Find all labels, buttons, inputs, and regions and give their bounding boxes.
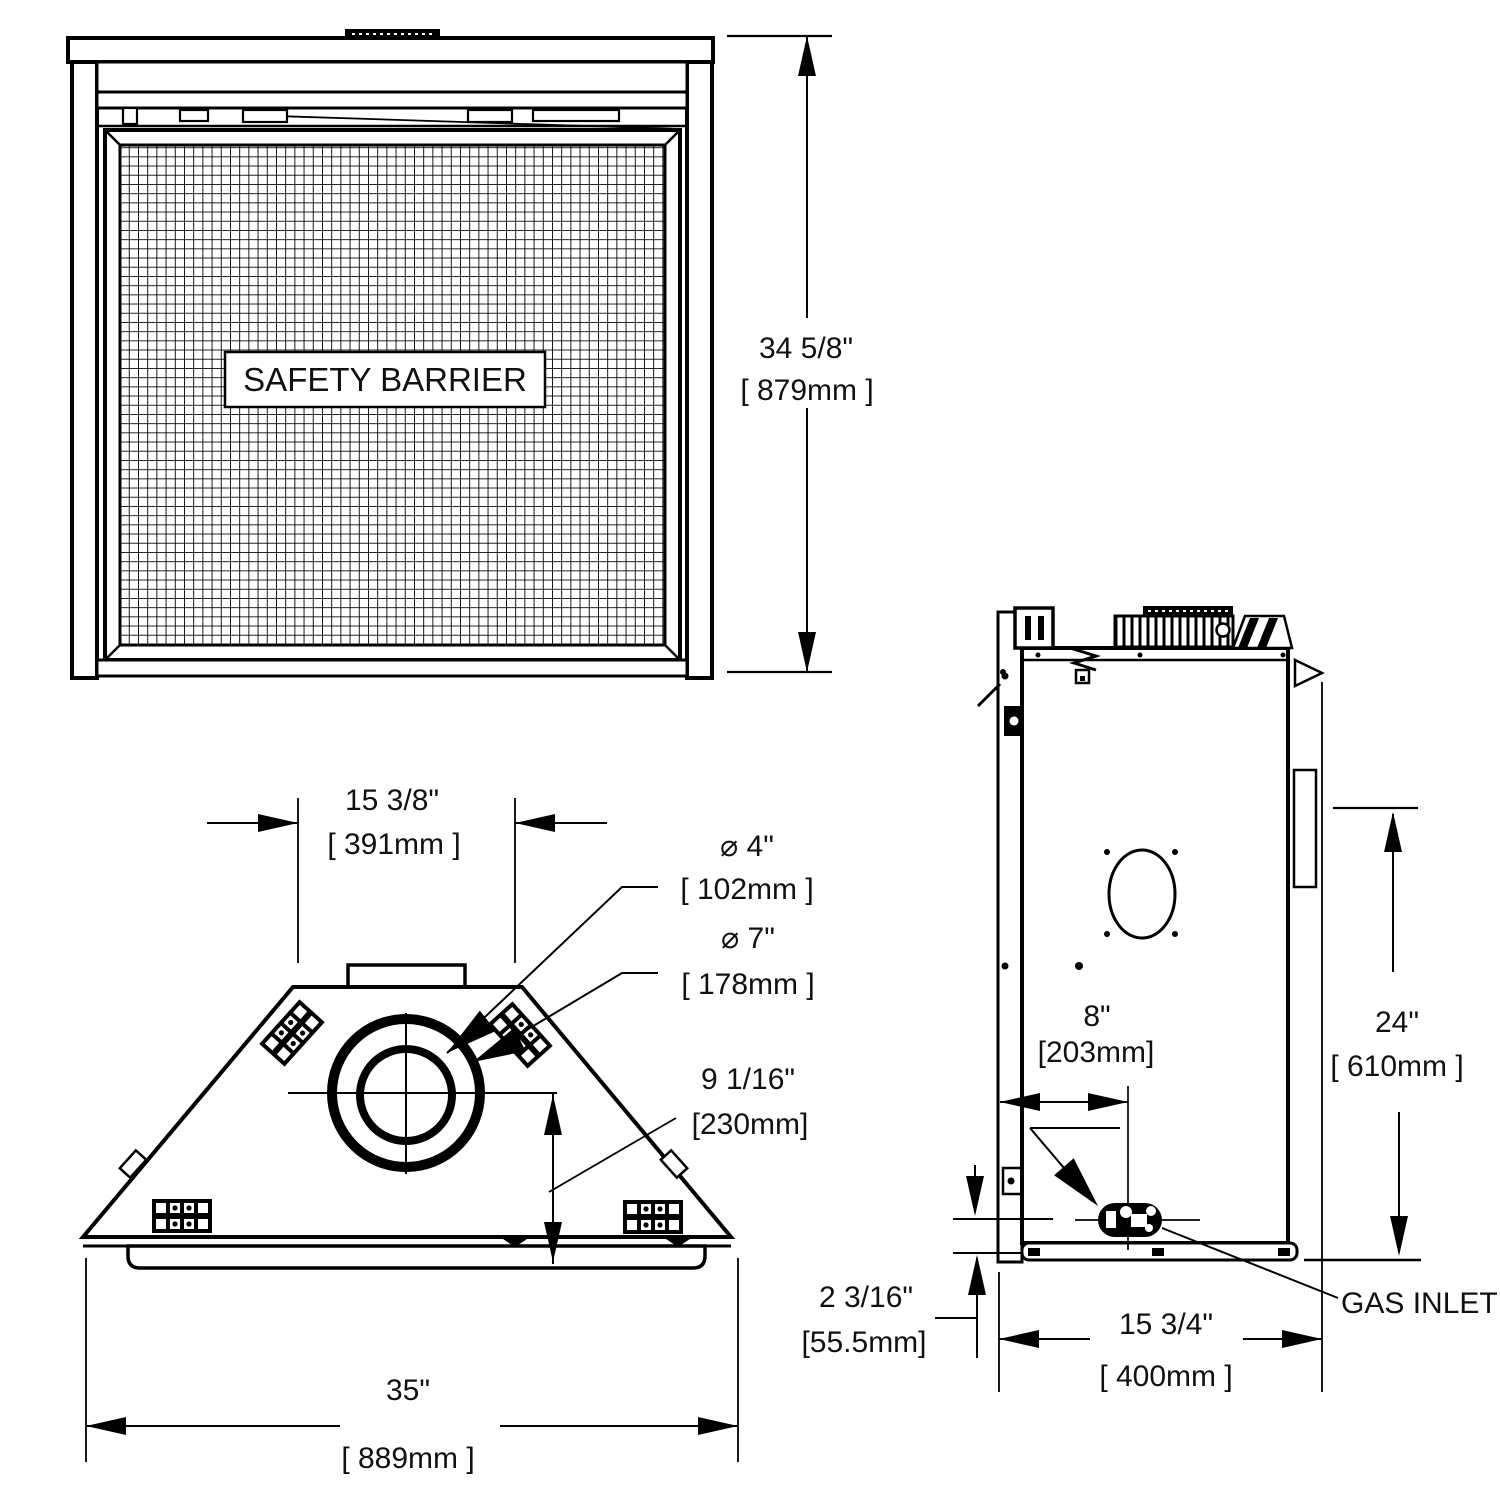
front-top-board [66, 36, 715, 64]
gas-inlet-callout: GAS INLET [1161, 1227, 1498, 1320]
junction-box [1013, 606, 1055, 650]
dim-rear-height-in: 24" [1375, 1006, 1419, 1039]
glass-clip [121, 106, 139, 126]
dim-flue-inner-mm: [ 102mm ] [680, 873, 813, 906]
dim-flue-diameters: ⌀ 4" [ 102mm ] ⌀ 7" [ 178mm ] [438, 830, 815, 1074]
glass-clip [531, 108, 621, 123]
dim-depth: 15 3/4" [ 400mm ] [998, 682, 1323, 1393]
dim-base-gap-mm: [55.5mm] [801, 1326, 926, 1359]
dim-gas-offset-mm: [203mm] [1038, 1036, 1155, 1069]
dim-front-height-in: 34 5/8" [759, 332, 853, 365]
dim-flue-outer-in: ⌀ 7" [721, 922, 775, 955]
side-view: 8" [203mm] 24" [ 610mm ] 2 3/16" [55.5mm… [801, 606, 1498, 1393]
arrowhead-icon [798, 632, 816, 672]
dim-gas-offset-in: 8" [1083, 1000, 1110, 1033]
flue-collar-ribs [1113, 614, 1235, 649]
dim-front-height: 34 5/8" [ 879mm ] [727, 34, 874, 674]
mounting-clip [1069, 646, 1102, 672]
side-body [1020, 646, 1290, 1245]
dim-flue-center-mm: [230mm] [692, 1108, 809, 1141]
dim-depth-in: 15 3/4" [1119, 1308, 1213, 1341]
dim-gas-offset: 8" [203mm] [1000, 1000, 1154, 1215]
dim-rear-height-mm: [ 610mm ] [1330, 1050, 1463, 1083]
dim-collar-offset-in: 15 3/8" [345, 784, 439, 817]
arrowhead-icon [1282, 1330, 1322, 1348]
rear-bracket [1293, 658, 1325, 688]
flue-collar-top [1143, 606, 1233, 616]
dim-base-gap-in: 2 3/16" [819, 1281, 913, 1314]
glass-clip [178, 108, 210, 123]
dim-base-gap: 2 3/16" [55.5mm] [801, 1165, 986, 1359]
safety-barrier-label: SAFETY BARRIER [243, 361, 527, 398]
bottom-plate [126, 1244, 707, 1270]
dim-collar-offset-mm: [ 391mm ] [327, 828, 460, 861]
safety-barrier-plate [223, 350, 547, 409]
dim-flue-center: 9 1/16" [230mm] [544, 1063, 808, 1264]
arrowhead-icon [258, 814, 298, 832]
side-access-hole [1107, 848, 1177, 940]
arrowhead-icon [798, 36, 816, 76]
top-view: 15 3/8" [ 391mm ] ⌀ 4" [ 102mm ] ⌀ 7" [ … [78, 784, 815, 1475]
dim-flue-center-in: 9 1/16" [701, 1063, 795, 1096]
glass-clip [466, 108, 514, 124]
gas-inlet-fitting [1075, 1086, 1200, 1250]
dim-flue-inner-in: ⌀ 4" [720, 830, 774, 863]
dim-rear-height: 24" [ 610mm ] [1330, 806, 1464, 1256]
dim-top-width-in: 35" [386, 1374, 430, 1407]
dim-front-height-mm: [ 879mm ] [740, 374, 873, 407]
dim-flue-outer-mm: [ 178mm ] [681, 968, 814, 1001]
arrowhead-icon [1390, 1216, 1408, 1256]
arrowhead-icon [968, 1255, 986, 1295]
dim-top-width: 35" [ 889mm ] [85, 1258, 739, 1475]
glass-clip [241, 108, 289, 124]
dim-collar-offset: 15 3/8" [ 391mm ] [207, 784, 607, 963]
gas-inlet-label: GAS INLET [1341, 1287, 1498, 1320]
rear-panel [1292, 768, 1318, 889]
top-vent-bar [345, 29, 440, 39]
arrowhead-icon [698, 1417, 738, 1435]
arrowhead-icon [515, 814, 555, 832]
front-right-post [685, 60, 714, 680]
arrowhead-icon [999, 1330, 1039, 1348]
front-view: SAFETY BARRIER 34 5/8" [ 879mm ] [66, 29, 874, 680]
arrowhead-icon [86, 1417, 126, 1435]
hardware-block [152, 1199, 212, 1233]
arrowhead-icon [966, 1176, 984, 1216]
front-left-post [70, 60, 99, 680]
hardware-block [623, 1200, 683, 1234]
dim-top-width-mm: [ 889mm ] [341, 1442, 474, 1475]
arrowhead-icon [1384, 812, 1402, 852]
dim-depth-mm: [ 400mm ] [1099, 1360, 1232, 1393]
